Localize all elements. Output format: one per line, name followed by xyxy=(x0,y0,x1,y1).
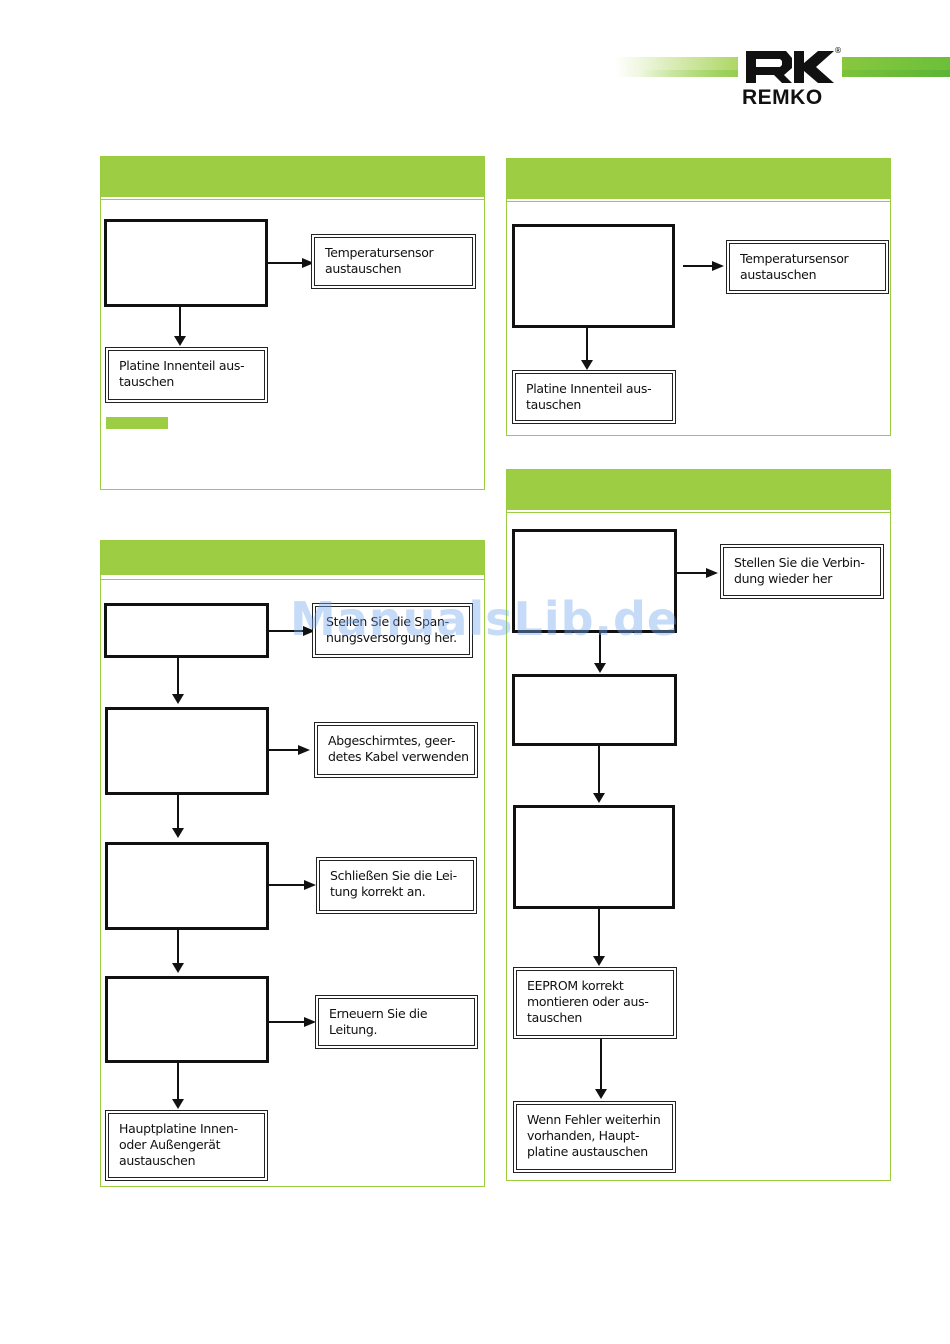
action-box: Temperatursensor austauschen xyxy=(311,234,476,289)
action-box: Stellen Sie die Span- nungsversorgung he… xyxy=(312,603,473,658)
watermark: ManualsLib.de xyxy=(290,592,680,646)
action-text: Platine Innenteil aus- tauschen xyxy=(526,381,652,412)
action-text: Platine Innenteil aus- tauschen xyxy=(119,358,245,389)
action-box: Platine Innenteil aus- tauschen xyxy=(512,370,676,424)
action-text: EEPROM korrekt montieren oder aus- tausc… xyxy=(527,978,649,1025)
arrow-down-icon xyxy=(172,694,184,704)
action-text: Wenn Fehler weiterhin vorhanden, Haupt- … xyxy=(527,1112,661,1159)
arrow-down-icon xyxy=(172,828,184,838)
arrow-right-icon xyxy=(303,626,315,636)
action-text: Stellen Sie die Verbin- dung wieder her xyxy=(734,555,865,586)
arrow-line xyxy=(677,572,707,574)
remko-logo-mark xyxy=(746,51,834,83)
arrow-down-icon xyxy=(172,963,184,973)
arrow-line xyxy=(179,307,181,337)
action-box: Erneuern Sie die Leitung. xyxy=(315,995,478,1049)
arrow-line xyxy=(586,328,588,361)
panel-header xyxy=(507,470,890,510)
arrow-down-icon xyxy=(581,360,593,370)
action-text: Erneuern Sie die Leitung. xyxy=(329,1006,428,1037)
arrow-right-icon xyxy=(298,745,310,755)
condition-box xyxy=(513,805,675,909)
action-box: Wenn Fehler weiterhin vorhanden, Haupt- … xyxy=(513,1101,676,1173)
condition-box xyxy=(104,603,269,658)
arrow-right-icon xyxy=(706,568,718,578)
panel-header xyxy=(101,541,484,575)
panel-top-left xyxy=(100,156,485,490)
arrow-right-icon xyxy=(304,1017,316,1027)
arrow-line xyxy=(177,795,179,829)
action-text: Schließen Sie die Lei- tung korrekt an. xyxy=(330,868,457,899)
arrow-line xyxy=(177,930,179,964)
action-box: Temperatursensor austauschen xyxy=(726,240,889,294)
remko-logo: ® REMKO xyxy=(738,46,842,110)
arrow-line xyxy=(269,884,305,886)
arrow-line xyxy=(269,749,299,751)
arrow-down-icon xyxy=(593,956,605,966)
panel-header xyxy=(101,157,484,197)
arrow-right-icon xyxy=(302,258,314,268)
arrow-down-icon xyxy=(593,793,605,803)
arrow-line xyxy=(269,630,305,632)
action-box: Stellen Sie die Verbin- dung wieder her xyxy=(720,544,884,599)
action-text: Stellen Sie die Span- nungsversorgung he… xyxy=(326,614,457,645)
arrow-line xyxy=(177,1063,179,1100)
condition-box xyxy=(104,219,268,307)
arrow-line xyxy=(177,658,179,695)
arrow-line xyxy=(268,262,304,264)
arrow-down-icon xyxy=(172,1099,184,1109)
registered-mark: ® xyxy=(834,46,842,55)
action-text: Temperatursensor austauschen xyxy=(740,251,849,282)
brand-name: REMKO xyxy=(742,86,823,109)
condition-box xyxy=(105,707,269,795)
arrow-line xyxy=(598,746,600,794)
condition-box xyxy=(105,976,269,1063)
arrow-right-icon xyxy=(304,880,316,890)
arrow-down-icon xyxy=(594,663,606,673)
arrow-right-icon xyxy=(712,261,724,271)
arrow-line xyxy=(598,909,600,957)
condition-box xyxy=(105,842,269,930)
action-box: Hauptplatine Innen- oder Außengerät aust… xyxy=(105,1110,268,1181)
arrow-down-icon xyxy=(595,1089,607,1099)
action-box: Schließen Sie die Lei- tung korrekt an. xyxy=(316,857,477,914)
action-text: Abgeschirmtes, geer- detes Kabel verwend… xyxy=(328,733,469,764)
panel-header xyxy=(507,159,890,199)
note-marker xyxy=(106,417,168,429)
action-text: Hauptplatine Innen- oder Außengerät aust… xyxy=(119,1121,238,1168)
action-box: Platine Innenteil aus- tauschen xyxy=(105,347,268,403)
arrow-line xyxy=(269,1021,305,1023)
condition-box xyxy=(512,674,677,746)
arrow-down-icon xyxy=(174,336,186,346)
action-box: Abgeschirmtes, geer- detes Kabel verwend… xyxy=(314,722,478,778)
condition-box xyxy=(512,224,675,328)
arrow-line xyxy=(683,265,713,267)
arrow-line xyxy=(599,633,601,664)
condition-box xyxy=(512,529,677,633)
arrow-line xyxy=(600,1039,602,1090)
action-box: EEPROM korrekt montieren oder aus- tausc… xyxy=(513,967,677,1039)
action-text: Temperatursensor austauschen xyxy=(325,245,434,276)
